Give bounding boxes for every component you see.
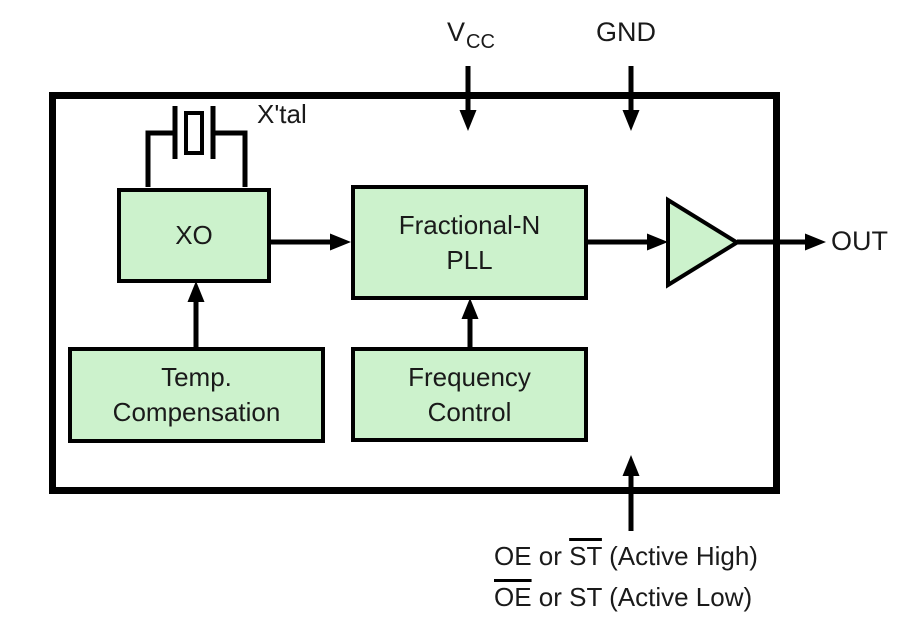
active-high-pre: OE or [494, 541, 570, 571]
ic-boundary-box [49, 92, 780, 494]
control-pin-labels: OE or ST (Active High) OE or ST (Active … [494, 536, 758, 618]
fractional-n-pll-block: Fractional-N PLL [351, 185, 588, 300]
vcc-main-text: V [447, 17, 466, 47]
control-label-active-low: OE or ST (Active Low) [494, 577, 758, 618]
active-low-post: or ST (Active Low) [531, 582, 753, 612]
gnd-pin-label: GND [596, 17, 656, 47]
active-high-post: (Active High) [601, 541, 758, 571]
active-high-overline: ST [569, 541, 602, 571]
control-label-active-high: OE or ST (Active High) [494, 536, 758, 577]
temp-compensation-block: Temp. Compensation [68, 347, 325, 443]
frequency-control-block: Frequency Control [351, 347, 588, 442]
vcc-pin-label: VCC [447, 17, 495, 53]
active-low-overline: OE [494, 582, 532, 612]
xtal-label: X'tal [257, 99, 307, 129]
out-pin-label: OUT [831, 226, 888, 256]
xo-block: XO [117, 188, 271, 283]
vcc-subscript: CC [466, 31, 495, 53]
